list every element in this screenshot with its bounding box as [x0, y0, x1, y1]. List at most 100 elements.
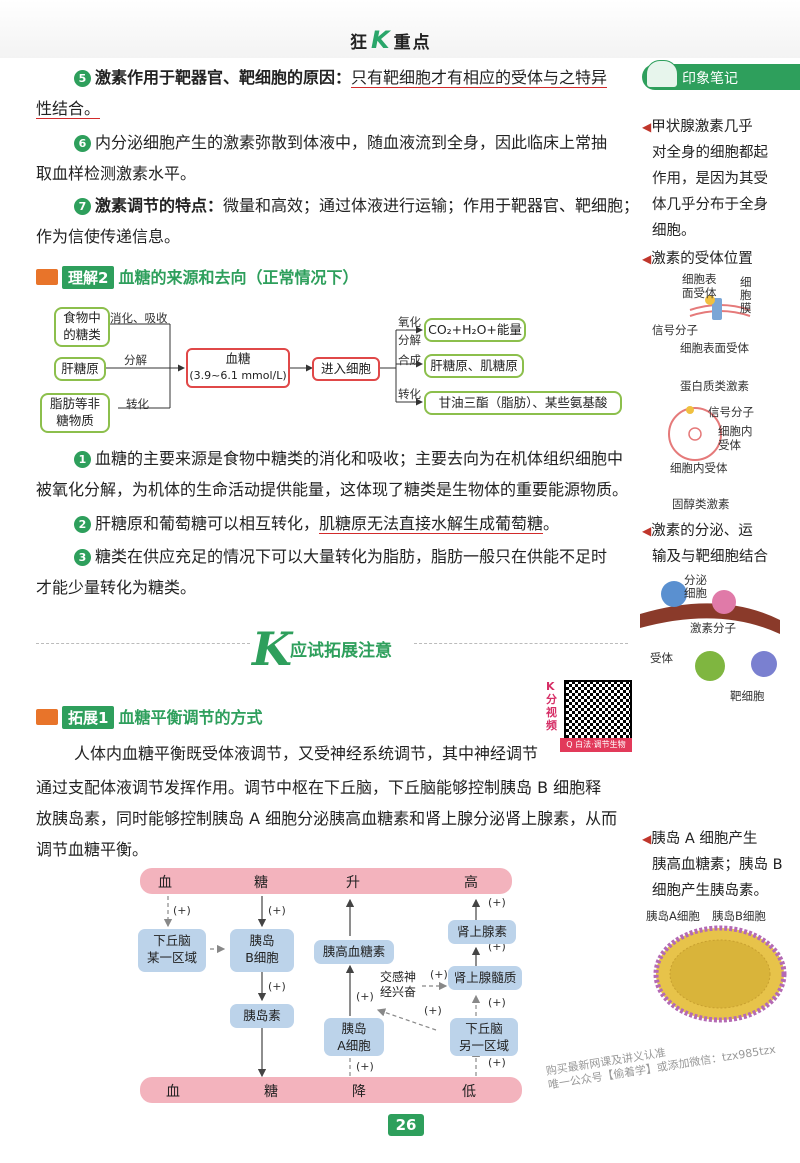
hypothalamus-area-2: 下丘脑另一区域 [450, 1018, 518, 1056]
ext1-line4: 调节血糖平衡。 [36, 840, 149, 859]
point-5-tail: 性结合。 [36, 99, 101, 119]
glucose-flow-arrows [102, 323, 423, 409]
elephant-icon [646, 60, 678, 88]
fig2-label-receptor: 细胞内受体 [670, 461, 728, 475]
note-1-line4: 体几乎分布于全身 [652, 197, 768, 213]
fig2-label-steroid: 固醇类激素 [672, 497, 730, 511]
bar-fall-char-2: 糖 [264, 1084, 278, 1100]
enter-cell-box: 进入细胞 [312, 357, 380, 381]
fig2-label-signal: 信号分子 [708, 405, 754, 419]
bar-fall-char-4: 低 [462, 1084, 476, 1100]
ext1-line3: 放胰岛素，同时能够控制胰岛 A 细胞分泌胰高血糖素和肾上腺分泌肾上腺素，从而 [36, 809, 618, 828]
plus-8: (+) [430, 968, 448, 981]
fig3-label-receptor: 受体 [650, 651, 673, 665]
qr-caption: Q 白法·调节生物 [560, 738, 632, 752]
u2-point-1-line2: 被氧化分解，为机体的生命活动提供能量，这体现了糖类是生物体的重要能源物质。 [36, 480, 629, 499]
fig3-label-hormone: 激素分子 [690, 621, 736, 635]
hypothalamus-area-1: 下丘脑某一区域 [138, 929, 206, 972]
sympathetic-nerve-label: 交感神经兴奋 [380, 970, 417, 999]
label-synthesize: 合成 [398, 353, 421, 367]
label-decompose: 分解 [124, 353, 147, 367]
divider-right [414, 643, 628, 644]
note-1-line2: 对全身的细胞都起 [652, 145, 768, 161]
plus-6: (+) [488, 896, 506, 909]
note-1-line3: 作用，是因为其受 [652, 171, 768, 187]
bar-fall-char-3: 降 [352, 1084, 366, 1100]
fig3-label-secretory: 分泌细胞 [684, 573, 707, 600]
note-1: ◀甲状腺激素几乎 [642, 119, 753, 135]
label-convert: 转化 [126, 397, 149, 411]
source-liver-glycogen: 肝糖原 [54, 357, 106, 381]
book-icon [36, 269, 58, 285]
surface-receptor-figure [689, 295, 751, 320]
output-energy: CO₂+H₂O+能量 [424, 318, 526, 342]
u2-point-3-line2: 才能少量转化为糖类。 [36, 578, 197, 597]
fig3-label-target: 靶细胞 [730, 689, 765, 703]
label-decompose-2: 分解 [398, 333, 421, 347]
glucagon-box: 胰高血糖素 [314, 940, 394, 964]
point-7-line2: 作为信使传递信息。 [36, 227, 181, 246]
plus-11: (+) [424, 1004, 442, 1017]
triangle-icon: ◀ [642, 524, 652, 538]
bar-glucose-fall [140, 1077, 522, 1103]
blood-glucose-box: 血糖(3.9~6.1 mmol/L) [186, 348, 290, 388]
adrenal-medulla-box: 肾上腺髓质 [448, 966, 522, 990]
fig1-label-surface-receptor: 细胞表面受体 [682, 272, 717, 300]
bar-rise-char-3: 升 [346, 875, 360, 891]
watermark: 购买最新网课及讲义认准唯一公众号【偷着学】或添加微信：tzx985tzx [545, 1042, 777, 1092]
plus-4: (+) [356, 990, 374, 1003]
exam-title: 应试拓展注意 [290, 641, 392, 661]
ext1-line1: 人体内血糖平衡既受体液调节，又受神经系统调节，其中神经调节 [74, 744, 539, 763]
note-4-line2: 胰高血糖素；胰岛 B [652, 857, 783, 873]
intracellular-receptor-figure [668, 406, 722, 461]
label-oxidize: 氧化 [398, 315, 421, 329]
note-2: ◀激素的受体位置 [642, 251, 753, 267]
point-6-line2: 取血样检测激素水平。 [36, 164, 197, 183]
note-4-line3: 细胞产生胰岛素。 [652, 883, 768, 899]
bar-fall-char-1: 血 [166, 1084, 180, 1100]
note-4: ◀胰岛 A 细胞产生 [642, 831, 758, 847]
fig1-label-membrane: 细胞膜 [740, 275, 752, 315]
qr-code[interactable] [564, 680, 632, 740]
page-header [0, 0, 800, 58]
plus-2: (+) [268, 904, 286, 917]
bar-rise-char-2: 糖 [254, 875, 268, 891]
fig4-label-b: 胰岛B细胞 [712, 909, 766, 923]
source-food-sugar: 食物中的糖类 [54, 307, 110, 347]
bar-rise-char-1: 血 [158, 875, 172, 891]
source-non-sugar: 脂肪等非糖物质 [40, 393, 110, 433]
triangle-icon: ◀ [642, 832, 652, 846]
plus-1: (+) [173, 904, 191, 917]
fig4-label-a: 胰岛A细胞 [646, 909, 700, 923]
plus-3: (+) [268, 980, 286, 993]
plus-5: (+) [356, 1060, 374, 1073]
exam-k-logo: K [252, 622, 292, 676]
epinephrine-box: 肾上腺素 [448, 920, 516, 944]
divider-left [36, 643, 250, 644]
hormone-transport-figure [640, 581, 780, 681]
ext1-line2: 通过支配体液调节发挥作用。调节中枢在下丘脑，下丘脑能够控制胰岛 B 细胞释 [36, 778, 602, 797]
label-convert-2: 转化 [398, 387, 421, 401]
bar-glucose-rise [140, 868, 512, 894]
plus-9: (+) [488, 996, 506, 1009]
note-3: ◀激素的分泌、运 [642, 523, 753, 539]
fig1-label-receptor: 细胞表面受体 [680, 341, 749, 355]
insulin-box: 胰岛素 [230, 1004, 294, 1028]
page-number: 26 [388, 1114, 424, 1136]
label-digest: 消化、吸收 [110, 311, 168, 325]
triangle-icon: ◀ [642, 252, 652, 266]
k-video-label: K分视频 [546, 680, 557, 732]
triangle-icon: ◀ [642, 120, 652, 134]
plus-10: (+) [488, 1056, 506, 1069]
